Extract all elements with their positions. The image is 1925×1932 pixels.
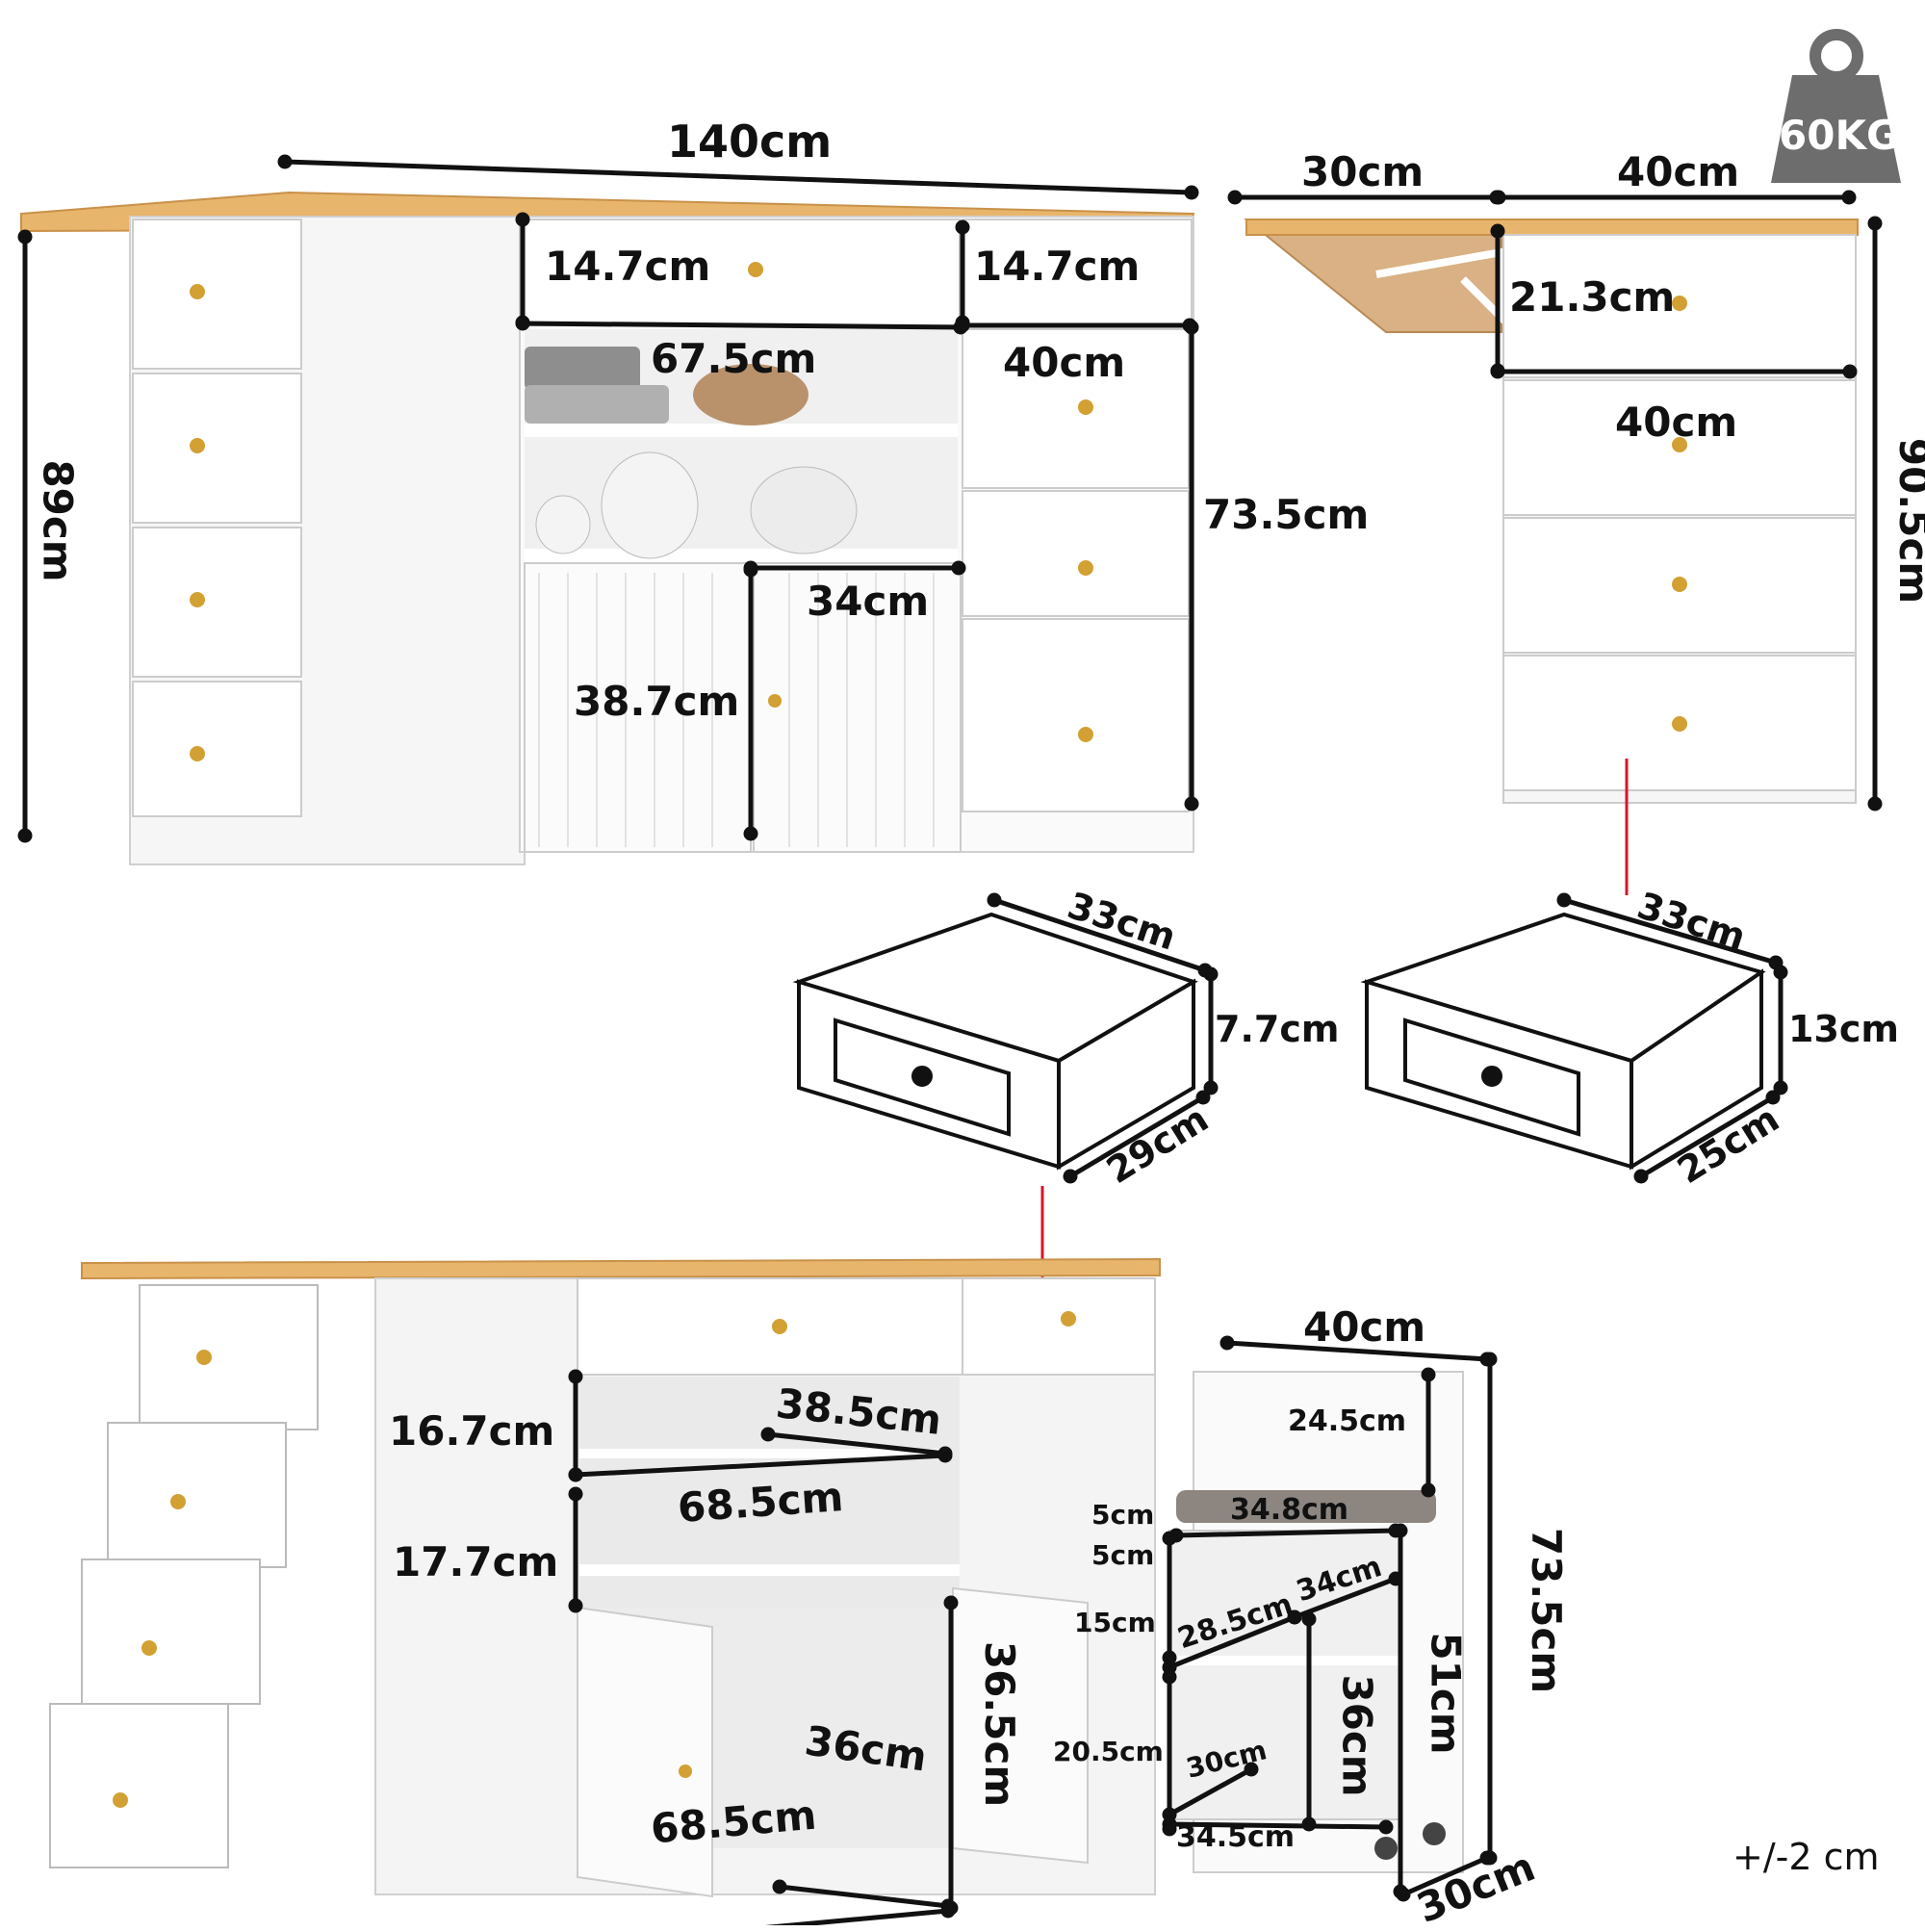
trolley-cushion xyxy=(1176,1490,1436,1523)
trolley-lower-height-label: 36cm xyxy=(1333,1674,1381,1797)
top-drawer-left xyxy=(521,219,961,326)
main-width-label: 140cm xyxy=(667,116,833,167)
trolley-base-width-label: 34.5cm xyxy=(1176,1820,1296,1854)
door-width-label: 34cm xyxy=(807,578,930,625)
open-left-door xyxy=(577,1606,713,1898)
right-drawers xyxy=(962,328,1190,812)
trolley-bottom-height-label: 20.5cm xyxy=(1053,1736,1164,1767)
large-drawer-dimension-lines xyxy=(1556,892,1788,1184)
large-drawer-height-label: 13cm xyxy=(1788,1008,1900,1050)
small-drawer-height-label: 7.7cm xyxy=(1215,1008,1340,1050)
trolley-gap-2-label: 5cm xyxy=(1091,1539,1155,1571)
small-drawer-illustration xyxy=(792,912,1198,1171)
small-drawer-dimension-lines xyxy=(987,892,1219,1184)
cabinet-height-label: 36.5cm xyxy=(976,1640,1024,1808)
top-drawer-right-height-label: 14.7cm xyxy=(974,243,1141,290)
open-shelf-width-label: 67.5cm xyxy=(651,335,817,382)
side-cabinet-width-label: 40cm xyxy=(1617,148,1740,195)
folding-flap xyxy=(1244,219,1502,333)
trolley-shelf-height-label: 15cm xyxy=(1074,1607,1156,1638)
trolley-width-label: 40cm xyxy=(1303,1303,1426,1351)
open-view-dimension-lines xyxy=(568,1369,959,1925)
side-countertop xyxy=(1245,219,1859,236)
side-view-dimension-lines xyxy=(1227,190,1883,811)
main-island-dimension-lines xyxy=(17,154,1199,843)
upper-shelf-height-label: 16.7cm xyxy=(389,1407,555,1455)
tolerance-note: +/-2 cm xyxy=(1732,1836,1880,1878)
flap-width-label: 30cm xyxy=(1301,148,1424,195)
top-drawer-left-height-label: 14.7cm xyxy=(545,243,711,290)
upper-shelf-width-label: 68.5cm xyxy=(676,1473,845,1532)
fluted-doors xyxy=(524,562,962,853)
open-countertop xyxy=(81,1257,1161,1280)
large-drawer-illustration xyxy=(1360,912,1766,1171)
open-shelves xyxy=(525,329,958,562)
trolley-back-height-label: 24.5cm xyxy=(1288,1404,1407,1438)
wheel-1 xyxy=(1374,1837,1398,1860)
side-drawer-width-label: 40cm xyxy=(1615,399,1738,446)
open-view-island xyxy=(49,1257,1161,1898)
right-drawer-width-label: 40cm xyxy=(1003,339,1126,386)
trolley-total-height-label: 73.5cm xyxy=(1523,1527,1571,1694)
wheel-2 xyxy=(1423,1822,1446,1845)
weight-capacity-label: 60KG xyxy=(1779,112,1900,159)
lower-shelf-height-label: 17.7cm xyxy=(393,1538,559,1585)
right-section-height-label: 73.5cm xyxy=(1203,491,1370,538)
side-top-drawer-height-label: 21.3cm xyxy=(1509,273,1676,321)
side-height-label: 90.5cm xyxy=(1890,437,1925,605)
trolley-dimension-lines xyxy=(1162,1335,1498,1902)
top-drawer-right xyxy=(962,219,1193,326)
side-view xyxy=(1244,219,1859,804)
trolley-seat-width-label: 34.8cm xyxy=(1230,1493,1349,1527)
main-island-front-view xyxy=(20,191,1195,865)
main-height-label: 89cm xyxy=(34,459,82,582)
door-height-label: 38.7cm xyxy=(574,678,740,725)
trolley-body-height-label: 51cm xyxy=(1422,1632,1470,1755)
left-drawers xyxy=(132,219,302,817)
weight-icon xyxy=(1771,29,1901,183)
pulled-out-drawers xyxy=(49,1284,319,1868)
trolley-gap-1-label: 5cm xyxy=(1091,1499,1155,1531)
